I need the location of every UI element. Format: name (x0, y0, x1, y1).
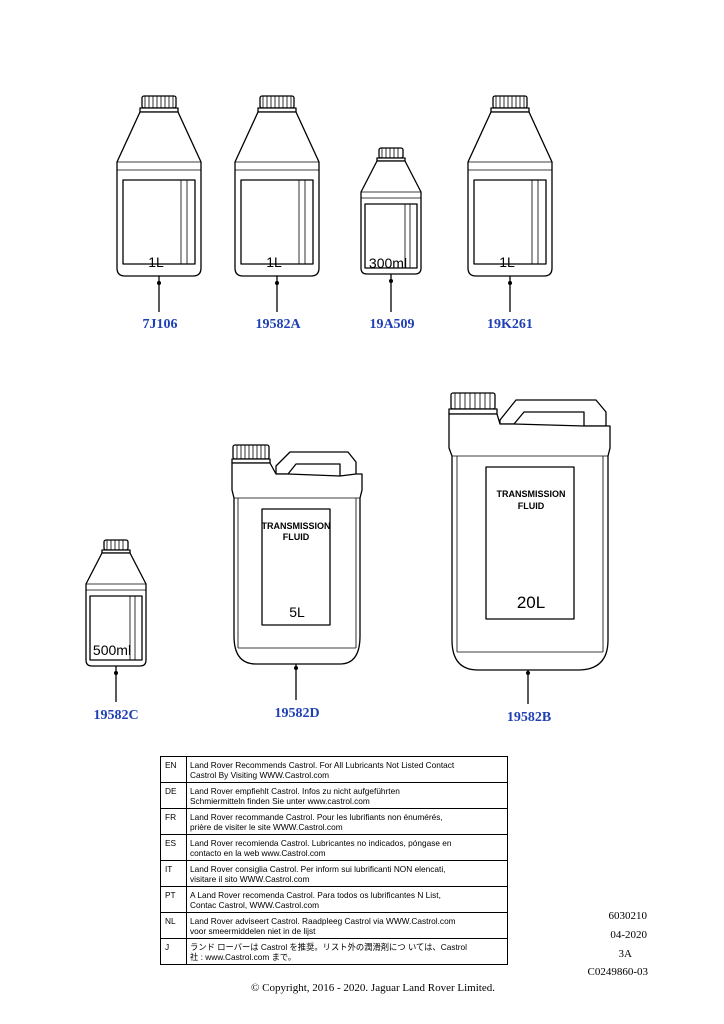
language-code: NL (160, 912, 187, 939)
reference-code: C0249860-03 (587, 966, 649, 978)
label-title-19582D-line2: FLUID (283, 532, 310, 542)
leader-line-19582D (294, 664, 298, 700)
table-row: PT A Land Rover recomenda Castrol. Para … (160, 886, 508, 913)
volume-19K261: 1L (499, 254, 515, 270)
table-row: NL Land Rover adviseert Castrol. Raadple… (160, 912, 508, 939)
volume-19582C: 500ml (93, 642, 131, 658)
part-label-19582D[interactable]: 19582D (274, 706, 319, 721)
language-code: DE (160, 782, 187, 809)
language-text: Land Rover consiglia Castrol. Per inform… (186, 860, 508, 887)
part-label-19582B[interactable]: 19582B (507, 710, 551, 725)
table-row: EN Land Rover Recommends Castrol. For Al… (160, 756, 508, 783)
table-row: DE Land Rover empfiehlt Castrol. Infos z… (160, 782, 508, 809)
leader-lines-row1 (157, 274, 512, 312)
jerrycan-19582B (448, 392, 611, 671)
language-text: Land Rover Recommends Castrol. For All L… (186, 756, 508, 783)
castrol-recommendation-table: EN Land Rover Recommends Castrol. For Al… (160, 756, 508, 965)
part-label-19K261[interactable]: 19K261 (487, 317, 533, 332)
bottle-19K261 (467, 95, 553, 277)
volume-19A509: 300ml (369, 255, 407, 271)
volume-19582D: 5L (289, 604, 305, 620)
part-label-19582C[interactable]: 19582C (93, 708, 138, 723)
volume-19582B: 20L (517, 593, 545, 612)
language-code: FR (160, 808, 187, 835)
label-title-19582B-line1: TRANSMISSION (496, 489, 565, 499)
part-label-19A509[interactable]: 19A509 (369, 317, 414, 332)
leader-line-19582C (114, 666, 118, 702)
leader-line-19582B (526, 670, 530, 704)
copyright-notice: © Copyright, 2016 - 2020. Jaguar Land Ro… (251, 982, 495, 994)
language-text: Land Rover empfiehlt Castrol. Infos zu n… (186, 782, 508, 809)
language-code: EN (160, 756, 187, 783)
language-code: J (160, 938, 187, 965)
label-title-19582D-line1: TRANSMISSION (261, 521, 330, 531)
table-row: FR Land Rover recommande Castrol. Pour l… (160, 808, 508, 835)
label-title-19582B-line2: FLUID (518, 501, 545, 511)
reference-number: 6030210 (608, 910, 648, 922)
language-code: IT (160, 860, 187, 887)
bottle-7J106 (116, 95, 202, 277)
table-row: ES Land Rover recomienda Castrol. Lubric… (160, 834, 508, 861)
language-code: ES (160, 834, 187, 861)
reference-revision: 3A (618, 948, 632, 960)
part-label-19582A[interactable]: 19582A (255, 317, 301, 332)
language-text: ランド ローバーは Castrol を推奨。リスト外の潤滑剤につ いては、Cas… (190, 942, 468, 962)
language-text: A Land Rover recomenda Castrol. Para tod… (186, 886, 508, 913)
volume-7J106: 1L (148, 254, 164, 270)
table-row: J ランド ローバーは Castrol を推奨。リスト外の潤滑剤につ いては、C… (160, 938, 508, 965)
bottle-19582A (234, 95, 320, 277)
part-label-7J106[interactable]: 7J106 (143, 317, 178, 332)
language-text: Land Rover adviseert Castrol. Raadpleeg … (186, 912, 508, 939)
jerrycan-19582D (231, 444, 363, 665)
table-row: IT Land Rover consiglia Castrol. Per inf… (160, 860, 508, 887)
language-text: Land Rover recomienda Castrol. Lubricant… (186, 834, 508, 861)
reference-date: 04-2020 (610, 929, 647, 941)
language-code: PT (160, 886, 187, 913)
language-text: Land Rover recommande Castrol. Pour les … (186, 808, 508, 835)
volume-19582A: 1L (266, 254, 282, 270)
